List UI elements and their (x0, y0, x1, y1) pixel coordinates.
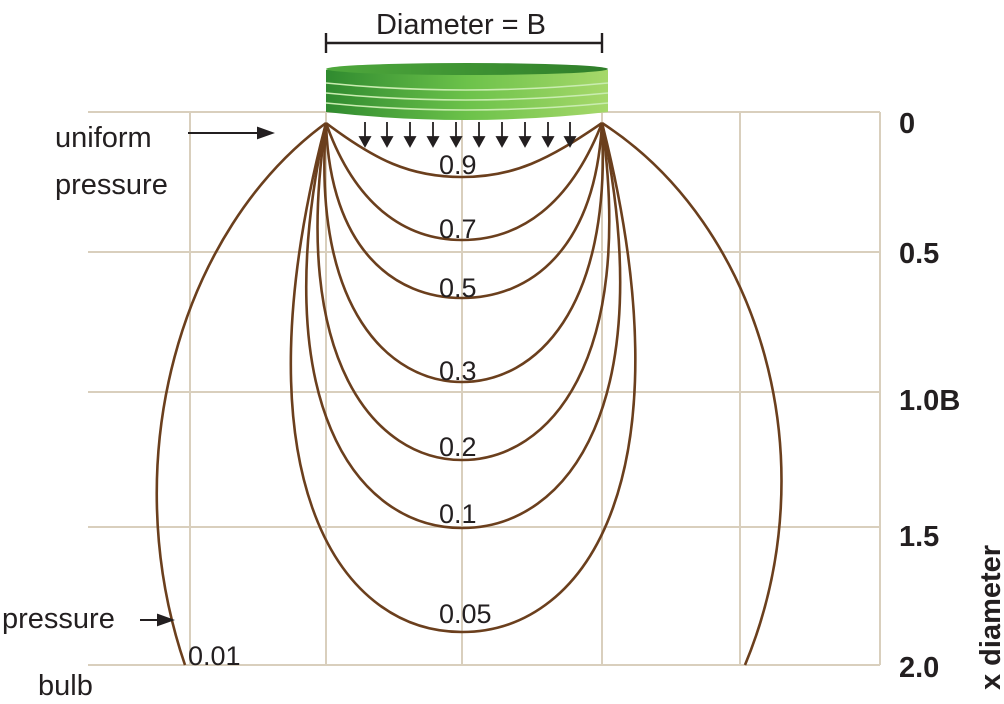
isobar-0-01-left (155, 121, 327, 666)
isobar-label: 0.2 (439, 432, 477, 462)
isobar-label: 0.1 (439, 499, 477, 529)
pressure-arrows (358, 122, 577, 148)
isobar-0-9 (325, 121, 603, 179)
label-pointers (140, 126, 275, 627)
isobar-0-3 (323, 122, 605, 384)
diameter-label: Diameter = B (376, 9, 546, 41)
isobars (155, 121, 783, 666)
circular-footing (325, 63, 609, 120)
isobar-0-1 (305, 122, 622, 530)
depth-axis-title: x diameter (975, 545, 1004, 690)
isobar-0-05 (289, 122, 637, 634)
isobar-label: 0.05 (439, 599, 492, 629)
isobar-0-2 (316, 122, 611, 462)
pressure-bulb-label-line2: bulb (38, 670, 93, 702)
depth-tick-label: 0 (899, 108, 915, 140)
depth-tick-label: 1.0B (899, 385, 960, 417)
isobar-label: 0.7 (439, 214, 477, 244)
pressure-bulb-label-line1: pressure (2, 603, 115, 635)
depth-tick-label: 0.5 (899, 238, 939, 270)
uniform-pressure-label-line2: pressure (55, 169, 168, 201)
isobar-0-5 (324, 122, 604, 300)
isobar-label: 0.3 (439, 356, 477, 386)
depth-tick-label: 1.5 (899, 521, 939, 553)
uniform-pressure-label-line1: uniform (55, 122, 152, 154)
isobar-label: 0.01 (188, 641, 241, 671)
depth-tick-label: 2.0 (899, 652, 939, 684)
diameter-dimension (324, 33, 604, 53)
isobar-label: 0.9 (439, 150, 477, 180)
isobar-label: 0.5 (439, 273, 477, 303)
background-grid (88, 111, 881, 666)
isobar-0-7 (324, 122, 604, 242)
isobar-0-01-right (601, 121, 783, 666)
